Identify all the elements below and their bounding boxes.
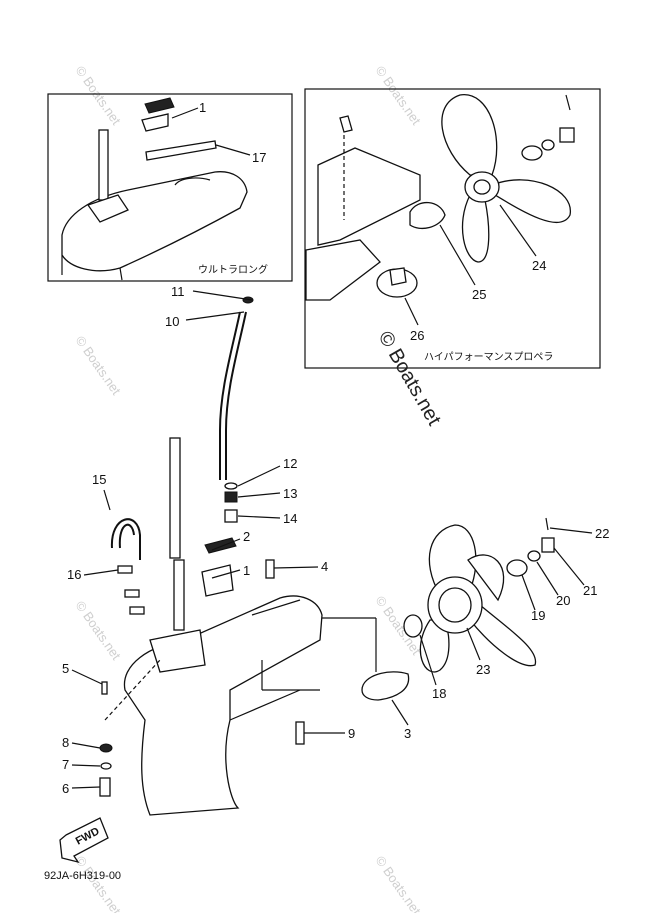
part-12-seal xyxy=(224,482,238,490)
part-1-plate xyxy=(201,564,234,597)
callout-19: 19 xyxy=(531,608,545,623)
watermark: © Boats.net xyxy=(373,63,425,128)
callout-18: 18 xyxy=(432,686,446,701)
watermark: © Boats.net xyxy=(73,598,125,663)
prop-nut xyxy=(559,127,575,143)
part-21-nut xyxy=(541,537,555,553)
watermark: © Boats.net xyxy=(73,63,125,128)
callout-22: 22 xyxy=(595,526,609,541)
part-13-grommet xyxy=(224,491,238,503)
callout-5: 5 xyxy=(62,661,69,676)
callout-9: 9 xyxy=(348,726,355,741)
callout-12: 12 xyxy=(283,456,297,471)
inset-frame xyxy=(304,88,601,369)
part-5-pin xyxy=(101,681,108,695)
fwd-arrow: FWD xyxy=(59,817,109,864)
inset-label-ultra-long: ウルトラロング xyxy=(198,263,268,276)
inset-label-high-performance-propeller: ハイパフォーマンスプロペラ xyxy=(424,351,553,363)
callout-26: 26 xyxy=(410,328,424,343)
callout-17: 17 xyxy=(252,150,266,165)
inset-high-performance-propeller: 24 25 26 ハイパフォーマンスプロペラ xyxy=(304,88,601,369)
callout-25: 25 xyxy=(472,287,486,302)
drive-shaft xyxy=(169,437,181,559)
callout-15: 15 xyxy=(92,472,106,487)
part-3-trim-tab xyxy=(361,671,410,701)
part-4-bolt xyxy=(265,559,275,579)
callout-10: 10 xyxy=(165,314,179,329)
callout-3: 3 xyxy=(404,726,411,741)
callout-20: 20 xyxy=(556,593,570,608)
callout-1: 1 xyxy=(243,563,250,578)
part-22-cotter-pin xyxy=(545,517,549,531)
callout-16: 16 xyxy=(67,567,81,582)
part-8-washer xyxy=(99,743,113,753)
part-15-hose xyxy=(110,518,141,560)
callout-7: 7 xyxy=(62,757,69,772)
drive-shaft xyxy=(98,129,109,201)
watermark: © Boats.net xyxy=(373,853,425,913)
callout-2: 2 xyxy=(243,529,250,544)
part-1-grommet xyxy=(144,97,175,114)
diagram-code: 92JA-6H319-00 xyxy=(44,870,121,882)
part-18-thrust-washer xyxy=(403,614,423,638)
inset-frame xyxy=(47,93,293,282)
washer xyxy=(541,139,555,151)
callout-11: 11 xyxy=(171,284,185,299)
part-19-spacer xyxy=(506,559,528,577)
callout-24: 24 xyxy=(532,258,546,273)
callout-8: 8 xyxy=(62,735,69,750)
bolt xyxy=(339,115,353,133)
part-7-washer xyxy=(100,762,112,770)
part-25-thrust-washer xyxy=(409,201,446,229)
part-24-propeller xyxy=(441,94,571,263)
callout-23: 23 xyxy=(476,662,490,677)
callout-13: 13 xyxy=(283,486,297,501)
main-assembly xyxy=(71,290,593,816)
lower-casing xyxy=(123,595,323,816)
part-17-water-tube xyxy=(145,140,217,161)
callout-1: 1 xyxy=(199,100,206,115)
inset-ultra-long: 1 17 ウルトラロング xyxy=(47,93,293,282)
part-16-screw xyxy=(117,565,133,574)
part-6-bolt xyxy=(99,777,111,797)
callout-6: 6 xyxy=(62,781,69,796)
part-23-propeller xyxy=(419,524,537,673)
part-2-grommet xyxy=(204,537,237,554)
washer xyxy=(521,145,543,161)
watermark: © Boats.net xyxy=(73,853,125,913)
cotter-pin xyxy=(565,94,571,111)
part-9-bolt xyxy=(295,721,305,745)
lower-casing-top xyxy=(61,171,248,272)
callouts: 11 10 12 13 14 15 16 2 1 4 5 8 7 6 9 3 1… xyxy=(62,284,609,796)
callout-21: 21 xyxy=(583,583,597,598)
part-10-water-pipe xyxy=(225,311,247,480)
part-14-grommet xyxy=(224,509,238,523)
callout-4: 4 xyxy=(321,559,328,574)
callout-14: 14 xyxy=(283,511,297,526)
part-20-washer xyxy=(527,550,541,562)
watermark: © Boats.net xyxy=(73,333,125,398)
